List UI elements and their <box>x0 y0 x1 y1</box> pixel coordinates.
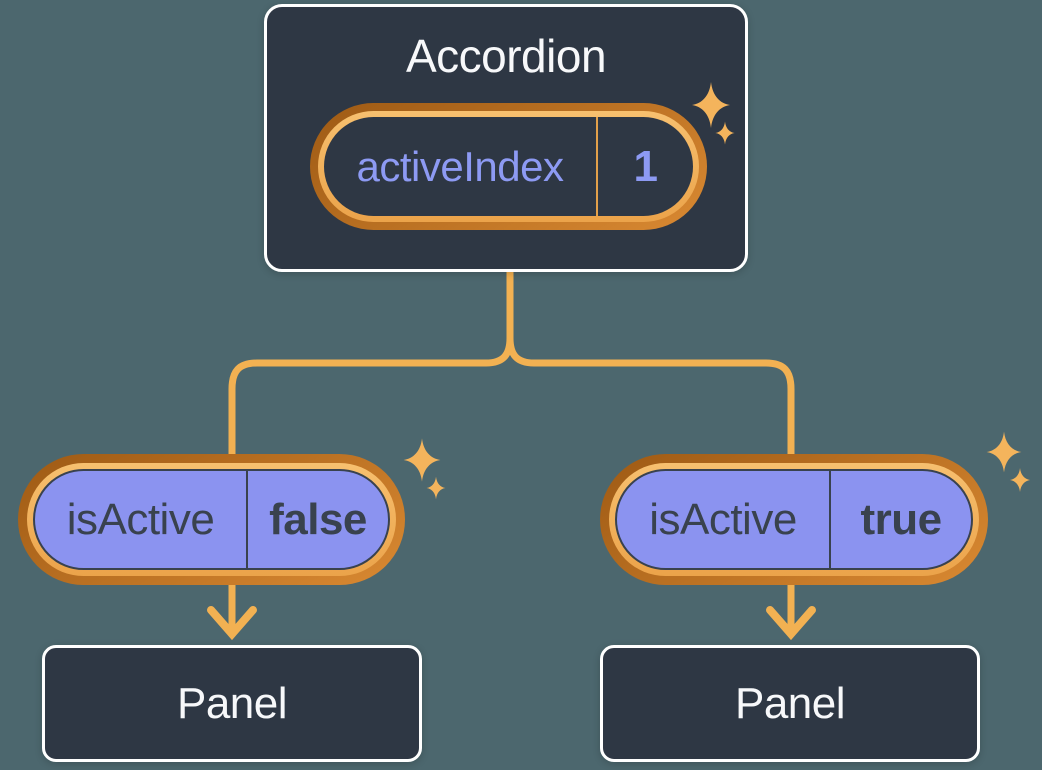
right-panel-card: Panel <box>600 645 980 762</box>
left-panel-card: Panel <box>42 645 422 762</box>
state-pill-inner-ring: activeIndex 1 <box>318 111 699 222</box>
sparkle-icon <box>1010 468 1030 492</box>
right-prop-pill-inner-ring: isActive true <box>609 463 979 576</box>
left-panel-label: Panel <box>176 678 288 728</box>
state-pill: activeIndex 1 <box>310 103 707 230</box>
left-prop-pill: isActive false <box>18 454 405 585</box>
state-value: 1 <box>596 117 693 216</box>
state-name: activeIndex <box>356 142 564 190</box>
right-arrow-head <box>766 606 816 641</box>
right-prop-value: true <box>829 471 971 568</box>
left-arrow-head <box>207 606 257 641</box>
component-title: Accordion <box>405 30 607 82</box>
left-prop-pill-inner-ring: isActive false <box>27 463 396 576</box>
right-prop-pill: isActive true <box>600 454 988 585</box>
right-panel-label: Panel <box>734 678 846 728</box>
sparkle-icon <box>426 476 446 500</box>
fork-left-line <box>228 334 514 474</box>
left-prop-name: isActive <box>66 494 215 544</box>
fork-right-line <box>506 334 795 474</box>
sparkle-icon <box>403 438 441 482</box>
right-prop-name: isActive <box>649 494 797 544</box>
left-prop-value: false <box>246 471 388 568</box>
sparkle-icon <box>986 431 1022 473</box>
